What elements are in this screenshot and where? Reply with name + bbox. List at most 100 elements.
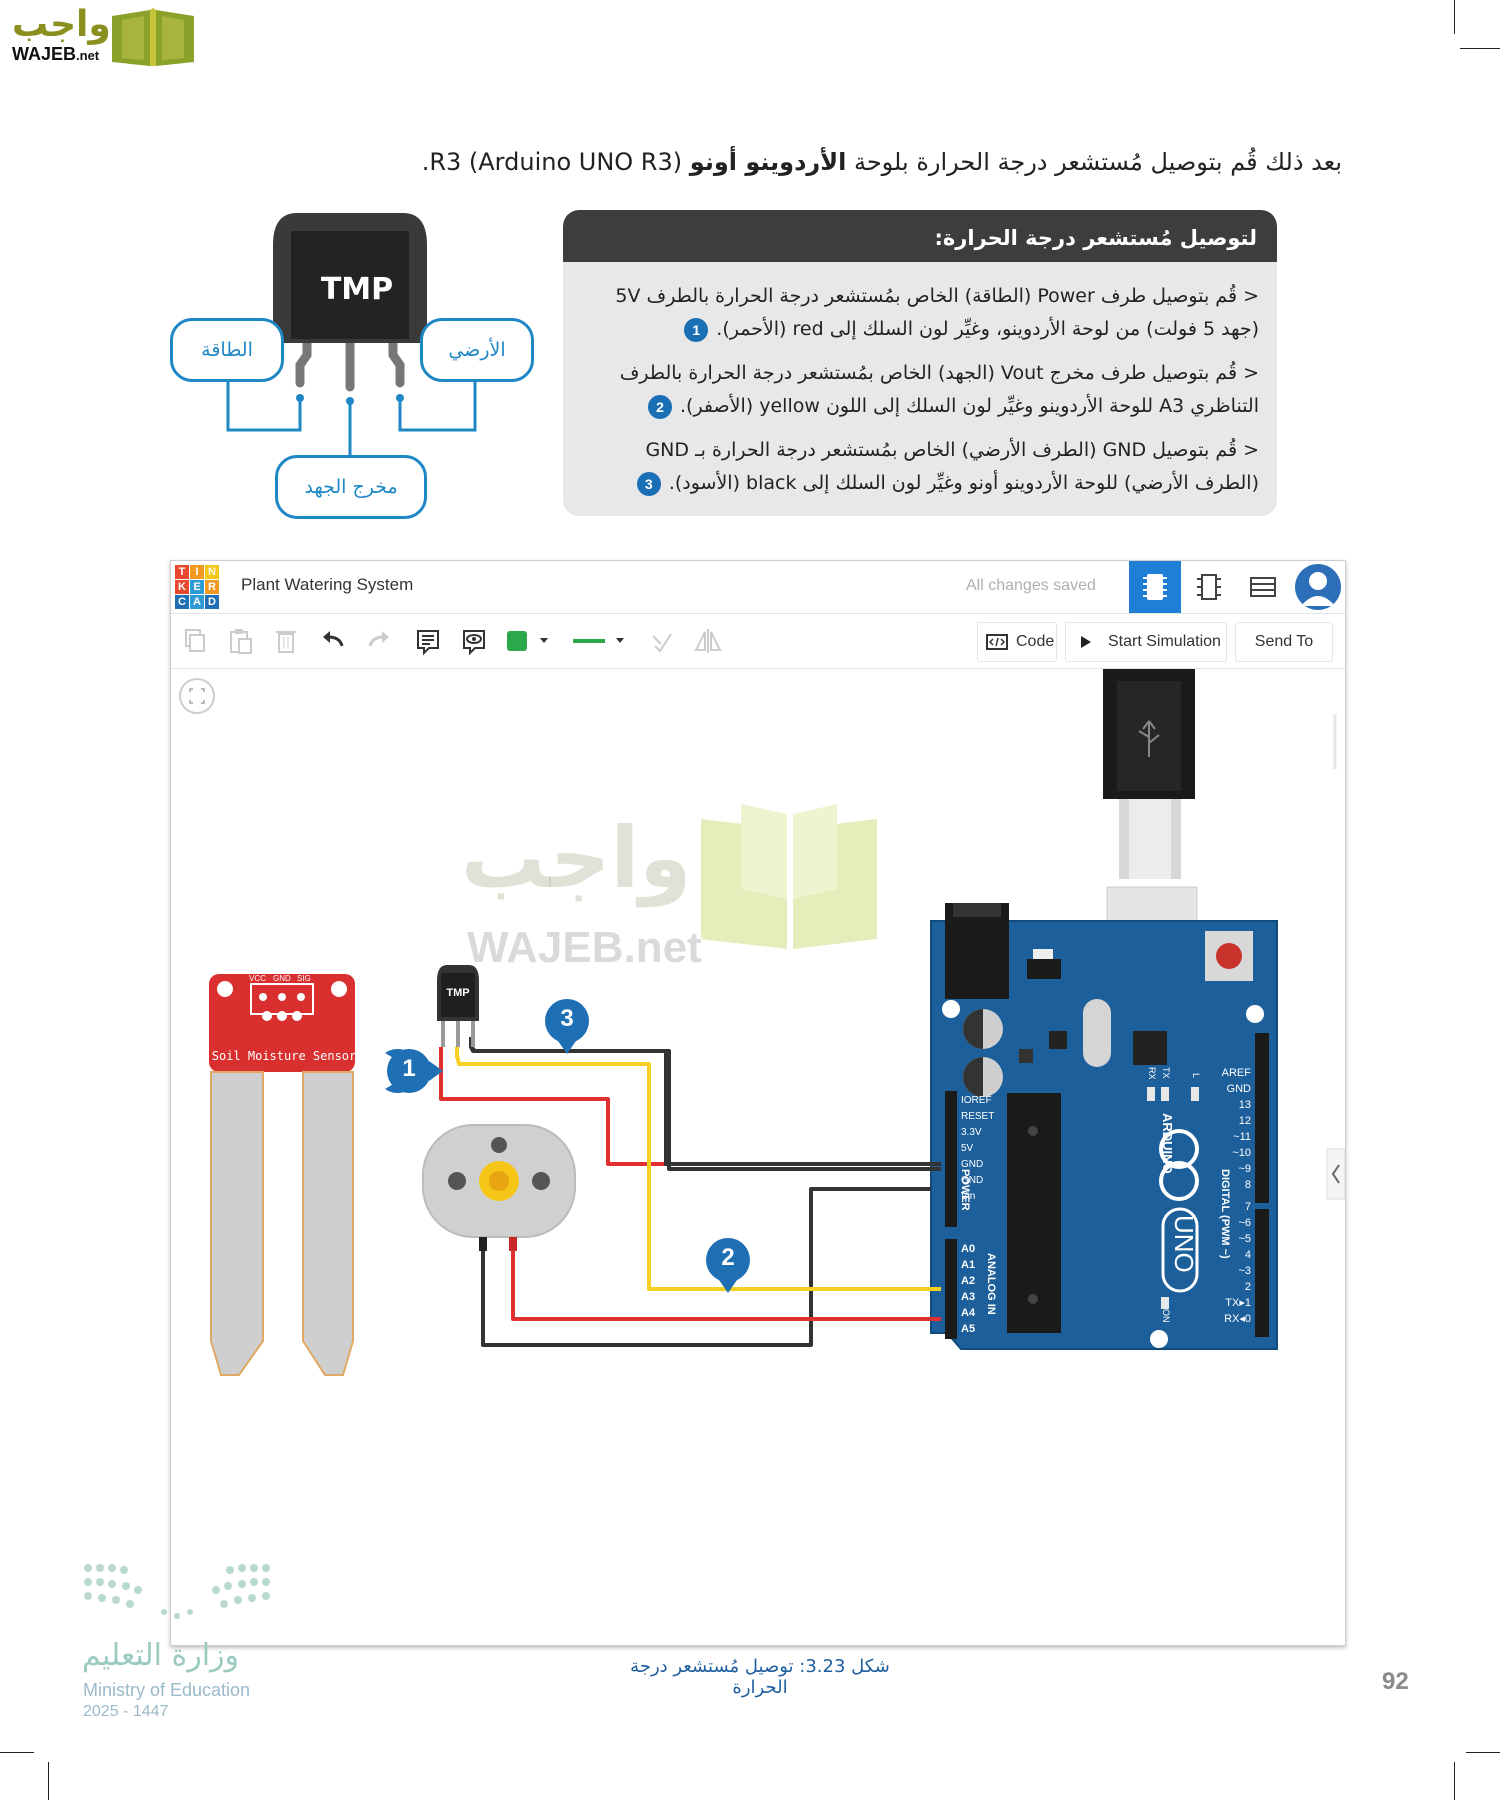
led-label-tx: TX: [1161, 1067, 1171, 1079]
dc-motor: [422, 1124, 576, 1251]
board-model-label: UNO: [1169, 1215, 1199, 1273]
editor-toolbar: Code Start Simulation Send To: [171, 614, 1345, 669]
circuit-view-button[interactable]: [1129, 561, 1181, 613]
fit-view-icon[interactable]: [179, 678, 215, 714]
step-badge: 2: [648, 394, 672, 419]
rotate-icon[interactable]: [645, 624, 679, 658]
crop-mark: [1454, 0, 1455, 34]
digital-pins: AREF GND 13 12 ~11 ~10 ~9 8 7 ~6 ~5 4 ~3…: [1221, 1067, 1251, 1325]
wire-style-swatch: [573, 639, 605, 643]
tmp-chip-label: TMP: [320, 272, 394, 307]
output-pin-label: مخرج الجهد: [275, 455, 427, 519]
avatar-icon: [1301, 572, 1335, 606]
copy-icon[interactable]: [177, 624, 211, 658]
board-brand-label: ARDUINO: [1160, 1113, 1175, 1174]
ministry-logo-dots: [84, 1564, 270, 1619]
ground-pin-label: الأرضي: [420, 318, 534, 382]
fill-color-picker[interactable]: [501, 624, 557, 658]
watermark-arabic: واجب: [461, 809, 692, 907]
visibility-icon[interactable]: [457, 624, 491, 658]
page-number: 92: [1382, 1668, 1409, 1695]
crop-mark: [0, 1752, 34, 1753]
paste-icon[interactable]: [223, 624, 257, 658]
start-simulation-button[interactable]: Start Simulation: [1065, 622, 1227, 662]
panel-toggle-handle[interactable]: [1326, 1148, 1345, 1200]
code-button[interactable]: Code: [977, 622, 1057, 662]
redo-icon[interactable]: [362, 624, 396, 658]
crop-mark: [1460, 48, 1500, 49]
sensor-pin-sig: SIG: [297, 974, 311, 983]
led-label-rx: RX: [1147, 1067, 1157, 1080]
sensor-pin-vcc: VCC: [249, 974, 266, 983]
tmp-sensor: [437, 965, 479, 1047]
on-led-label: ON: [1161, 1309, 1171, 1323]
marker-2: [706, 1238, 750, 1293]
logo-letter: E: [190, 580, 204, 594]
arduino-uno-board: [930, 903, 1278, 1350]
wajeb-watermark: [701, 804, 877, 949]
crop-mark: [1454, 1762, 1455, 1800]
crop-mark: [1466, 1752, 1500, 1753]
flip-icon[interactable]: [691, 624, 725, 658]
editor-header: T I N K E R C A D Plant Watering System …: [171, 561, 1345, 614]
power-header-label: POWER: [959, 1169, 971, 1211]
analog-pins: A0 A1 A2 A3 A4 A5: [961, 1243, 976, 1335]
book-icon: [112, 8, 194, 66]
play-icon: [1081, 636, 1091, 648]
led-label-l: L: [1191, 1073, 1201, 1079]
logo-arabic: واجب: [12, 4, 111, 45]
logo-letter: C: [175, 595, 189, 609]
crop-mark: [48, 1762, 49, 1800]
component-list-button[interactable]: [1237, 561, 1289, 613]
ministry-name-english: Ministry of Education: [83, 1680, 251, 1700]
power-pins: IOREF RESET 3.3V 5V GND GND Vin: [961, 1095, 995, 1202]
logo-letter: T: [175, 565, 189, 579]
send-to-button[interactable]: Send To: [1235, 622, 1333, 662]
schematic-view-button[interactable]: [1183, 561, 1235, 613]
circuit-drawing: [179, 669, 1345, 1376]
logo-letter: N: [205, 565, 219, 579]
code-icon: [986, 634, 1008, 650]
chevron-down-icon: [616, 638, 624, 643]
step-badge: 1: [684, 317, 709, 342]
wajeb-logo[interactable]: واجب WAJEB.net: [8, 4, 198, 68]
logo-letter: K: [175, 580, 189, 594]
ministry-name-arabic: وزارة التعليم: [82, 1638, 240, 1673]
tmp-sensor-label: TMP: [446, 987, 470, 999]
circuit-canvas[interactable]: واجب WAJEB.net Soil Moisture Sensor VCC …: [171, 669, 1345, 1645]
marker-1-label: 1: [402, 1055, 416, 1082]
logo-letter: I: [190, 565, 204, 579]
user-avatar[interactable]: [1295, 564, 1341, 610]
undo-icon[interactable]: [316, 624, 350, 658]
analog-header-label: ANALOG IN: [985, 1253, 997, 1315]
list-icon: [1250, 577, 1276, 597]
instruction-item-3: < قُم بتوصيل GND (الطرف الأرضي) الخاص بم…: [579, 434, 1259, 500]
instruction-item-1: < قُم بتوصيل طرف Power (الطاقة) الخاص بم…: [615, 285, 1259, 342]
instructions-heading: لتوصيل مُستشعر درجة الحرارة:: [563, 210, 1277, 262]
tmp-pinout-diagram: [226, 213, 477, 485]
schematic-icon: [1197, 574, 1221, 600]
wire-type-picker[interactable]: [567, 624, 633, 658]
delete-icon[interactable]: [269, 624, 303, 658]
logo-latin: WAJEB.net: [12, 44, 100, 64]
sensor-pin-gnd: GND: [273, 974, 291, 983]
digital-header-label: DIGITAL (PWM ~): [1219, 1169, 1231, 1259]
step-badge: 3: [636, 471, 661, 496]
power-pin-label: الطاقة: [170, 318, 284, 382]
instruction-item-2: < قُم بتوصيل طرف مخرج Vout (الجهد) الخاص…: [619, 362, 1259, 419]
intro-paragraph: بعد ذلك قُم بتوصيل مُستشعر درجة الحرارة …: [421, 148, 1342, 176]
soil-moisture-sensor: [209, 974, 355, 1376]
tinkercad-editor: T I N K E R C A D Plant Watering System …: [170, 560, 1346, 1646]
marker-3: [545, 999, 589, 1054]
sensor-label: Soil Moisture Sensor: [211, 1049, 357, 1063]
notes-icon[interactable]: [411, 624, 445, 658]
logo-letter: R: [205, 580, 219, 594]
marker-3-label: 3: [560, 1005, 574, 1032]
instructions-box: لتوصيل مُستشعر درجة الحرارة: < قُم بتوصي…: [563, 210, 1277, 516]
tinkercad-logo[interactable]: T I N K E R C A D: [173, 563, 221, 611]
marker-1: [385, 1049, 443, 1093]
fill-swatch: [507, 631, 527, 651]
marker-2-label: 2: [721, 1244, 735, 1271]
project-title[interactable]: Plant Watering System: [241, 575, 414, 594]
logo-letter: D: [205, 595, 219, 609]
